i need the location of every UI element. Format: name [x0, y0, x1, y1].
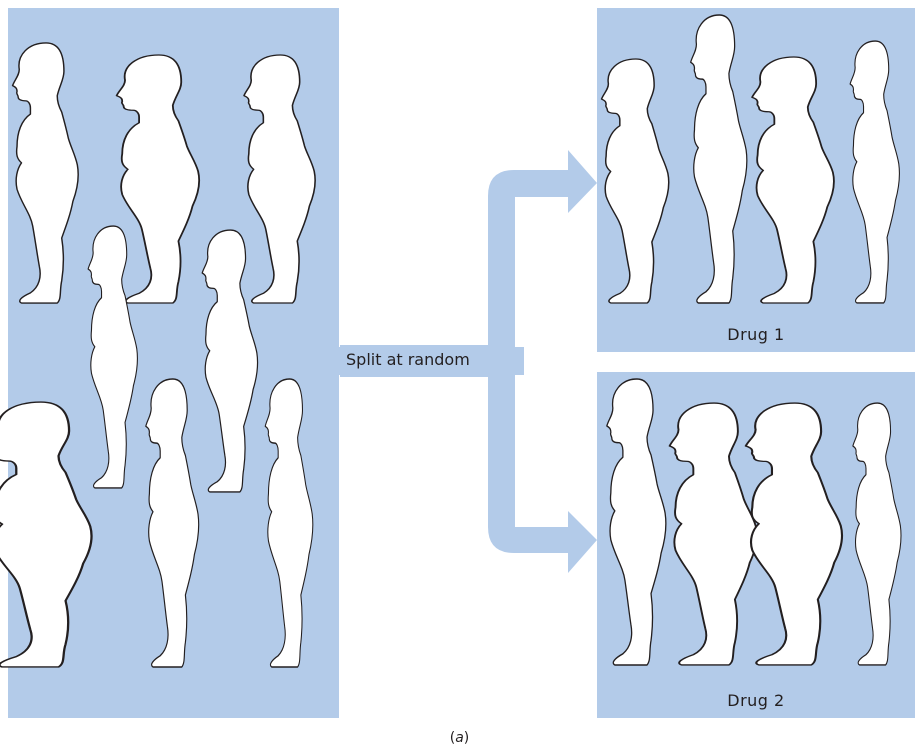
drug-1-woman-2 [689, 14, 748, 304]
population-woman-8 [264, 378, 314, 668]
split-at-random-label: Split at random [346, 350, 470, 369]
drug-2-woman-1 [606, 378, 667, 666]
split-label-bg [340, 345, 500, 377]
drug-2-woman-4 [852, 402, 902, 666]
population-woman-5 [201, 229, 259, 493]
drug-2-label: Drug 2 [727, 691, 785, 710]
drug-1-label: Drug 1 [727, 325, 785, 344]
population-woman-3 [243, 54, 316, 304]
drug-1-woman-4 [849, 40, 901, 304]
figure-caption: (a) [449, 730, 470, 746]
population-woman-2 [115, 54, 201, 304]
population-woman-7 [145, 378, 200, 668]
population-woman-1 [11, 42, 79, 304]
drug-1-woman-3 [751, 56, 835, 304]
arrow-up-shape [488, 150, 597, 361]
population-woman-4 [87, 225, 139, 489]
arrow-down-shape [488, 361, 597, 573]
drug-1-woman-1 [600, 58, 670, 304]
population-woman-6 [0, 400, 93, 669]
drug-2-woman-3 [744, 401, 844, 667]
drug-2-woman-2 [668, 402, 758, 666]
figure-caption-letter: a [455, 730, 464, 746]
